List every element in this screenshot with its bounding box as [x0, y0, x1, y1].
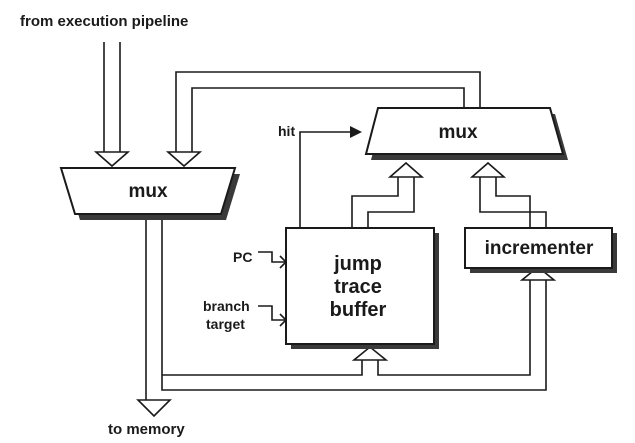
pc-label: PC	[233, 249, 252, 265]
target-label: target	[206, 316, 245, 332]
to-memory-label: to memory	[108, 421, 185, 438]
pc-input-wire	[258, 251, 286, 263]
jtb-in-arrow-head	[351, 345, 389, 361]
jtb-label-line1: jump	[333, 253, 382, 275]
jtb-label-line3: buffer	[330, 299, 387, 321]
bus-top-mux-feedback	[175, 71, 481, 152]
jump-trace-buffer-block	[285, 227, 439, 349]
bus-jtb-to-top-mux	[351, 177, 415, 228]
bus-left-mux-to-memory	[145, 216, 547, 400]
top-mux-label: mux	[438, 122, 478, 143]
bus-pipeline-to-left-mux	[103, 42, 121, 152]
incrementer-label: incrementer	[485, 238, 594, 259]
top-mux	[364, 107, 568, 160]
incrementer-out-arrow-head	[469, 161, 507, 178]
jtb-label-line2: trace	[334, 276, 382, 298]
branch-input-wire	[258, 305, 286, 321]
from-pipeline-label: from execution pipeline	[20, 13, 188, 30]
branch-label: branch	[203, 298, 250, 314]
incrementer-in-arrow-head	[519, 265, 557, 281]
left-mux-label: mux	[128, 181, 168, 202]
jtb-arrow-head	[387, 161, 425, 178]
pipeline-arrow-head	[93, 151, 131, 168]
left-mux	[59, 167, 240, 220]
incrementer-block	[464, 227, 617, 273]
to-memory-arrow-head	[136, 399, 172, 418]
feedback-arrow-head	[165, 151, 203, 168]
hit-arrow-head	[350, 126, 362, 138]
hit-label: hit	[278, 123, 295, 139]
bus-incrementer-to-top-mux	[479, 177, 547, 228]
hit-wire	[299, 131, 352, 228]
